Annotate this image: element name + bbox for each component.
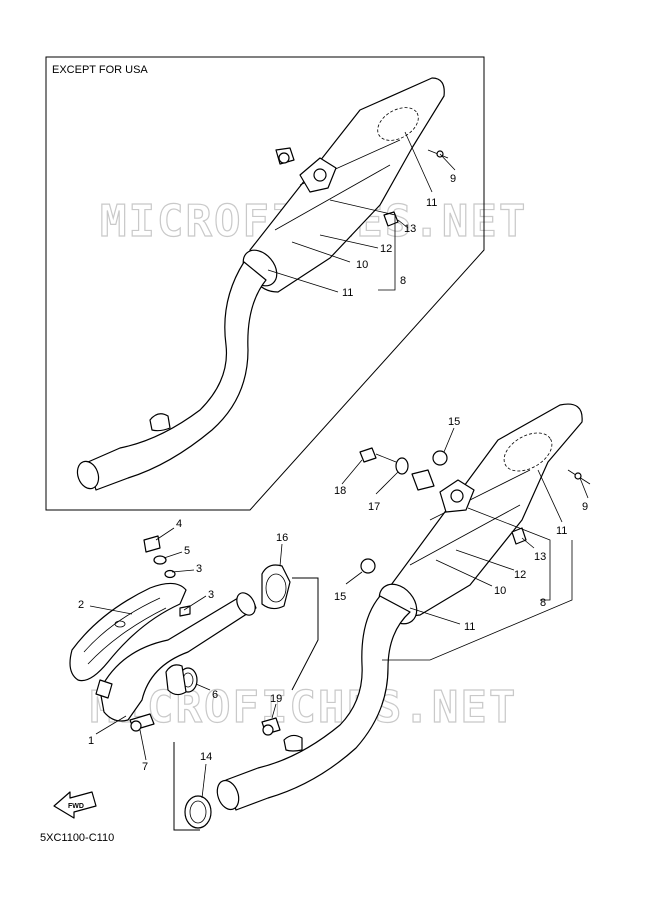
callout-12-lower: 12 xyxy=(514,569,526,581)
callout-12-upper: 12 xyxy=(380,243,392,255)
upper-muffler-assembly xyxy=(76,77,449,491)
except-for-usa-frame: EXCEPT FOR USA xyxy=(45,56,485,511)
fwd-arrow-icon: FWD xyxy=(53,791,97,819)
lower-leader-lines xyxy=(341,427,589,661)
callout-1: 1 xyxy=(88,735,94,747)
callout-3-b: 3 xyxy=(208,589,214,601)
callout-9-upper: 9 xyxy=(450,173,456,185)
left-callouts: 4 5 3 3 2 16 6 1 7 19 14 xyxy=(78,518,288,773)
diagram-code: 5XC1100-C110 xyxy=(40,832,114,844)
callout-11-upper-a: 11 xyxy=(426,197,437,209)
callout-8-upper: 8 xyxy=(400,275,406,287)
callout-10-upper: 10 xyxy=(356,259,368,271)
upper-leader-lines xyxy=(267,131,456,293)
callout-13-upper: 13 xyxy=(404,223,416,235)
left-leader-lines xyxy=(89,527,283,799)
lower-callouts: 15 18 17 9 11 13 12 10 8 15 11 xyxy=(334,416,588,633)
callout-11-lower-a: 11 xyxy=(556,525,567,537)
callout-7: 7 xyxy=(142,761,148,773)
region-caption: EXCEPT FOR USA xyxy=(52,64,148,76)
callout-6: 6 xyxy=(212,689,218,701)
callout-15-lower-b: 15 xyxy=(334,591,346,603)
callout-18: 18 xyxy=(334,485,346,497)
callout-3-a: 3 xyxy=(196,563,202,575)
upper-callouts: 9 11 13 12 10 8 11 xyxy=(342,173,456,299)
callout-11-upper-b: 11 xyxy=(342,287,353,299)
callout-10-lower: 10 xyxy=(494,585,506,597)
callout-8-lower: 8 xyxy=(540,597,546,609)
callout-9-lower: 9 xyxy=(582,501,588,513)
left-subassembly xyxy=(69,535,319,831)
callout-4: 4 xyxy=(176,518,182,530)
callout-5: 5 xyxy=(184,545,190,557)
callout-15-lower-a: 15 xyxy=(448,416,460,428)
callout-11-lower-b: 11 xyxy=(464,621,475,633)
callout-19: 19 xyxy=(270,693,282,705)
callout-17: 17 xyxy=(368,501,380,513)
callout-16: 16 xyxy=(276,532,288,544)
callout-14: 14 xyxy=(200,751,212,763)
watermark-bottom: MICROFICHES.NET xyxy=(90,682,517,733)
fwd-label: FWD xyxy=(68,803,84,810)
lower-muffler-assembly xyxy=(216,403,591,811)
callout-13-lower: 13 xyxy=(534,551,546,563)
callout-2: 2 xyxy=(78,599,84,611)
